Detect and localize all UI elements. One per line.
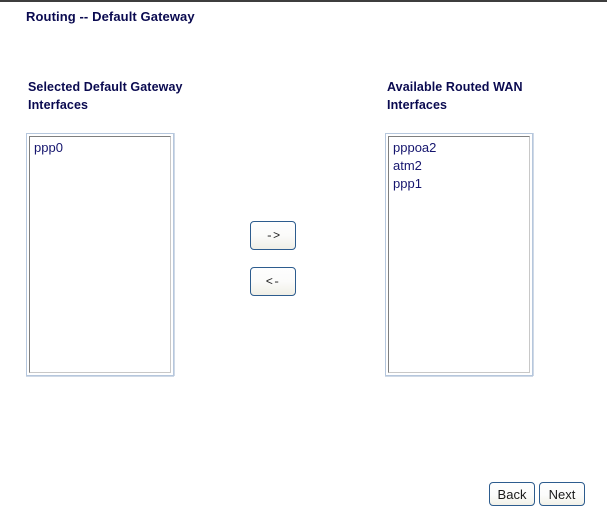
selected-gateway-listbox[interactable]: ppp0 [26, 133, 174, 376]
move-to-selected-button[interactable]: -> [250, 221, 296, 250]
selected-gateway-heading-line2: Interfaces [28, 98, 89, 112]
available-wan-heading: Available Routed WAN Interfaces [387, 78, 587, 114]
list-item[interactable]: ppp1 [393, 176, 422, 191]
available-wan-heading-line1: Available Routed WAN [387, 80, 523, 94]
selected-gateway-listbox-inner[interactable]: ppp0 [29, 136, 171, 373]
available-wan-listbox-inner[interactable]: pppoa2 atm2 ppp1 [388, 136, 530, 373]
move-to-available-button[interactable]: <- [250, 267, 296, 296]
list-item[interactable]: ppp0 [34, 140, 63, 155]
page-title: Routing -- Default Gateway [26, 9, 195, 24]
selected-gateway-heading: Selected Default Gateway Interfaces [28, 78, 258, 114]
available-wan-listbox[interactable]: pppoa2 atm2 ppp1 [385, 133, 533, 376]
selected-gateway-heading-line1: Selected Default Gateway [28, 80, 183, 94]
next-button[interactable]: Next [539, 482, 585, 506]
list-item[interactable]: atm2 [393, 158, 422, 173]
list-item[interactable]: pppoa2 [393, 140, 437, 155]
back-button[interactable]: Back [489, 482, 535, 506]
wizard-navigation: Back Next [489, 482, 585, 506]
available-wan-heading-line2: Interfaces [387, 98, 448, 112]
